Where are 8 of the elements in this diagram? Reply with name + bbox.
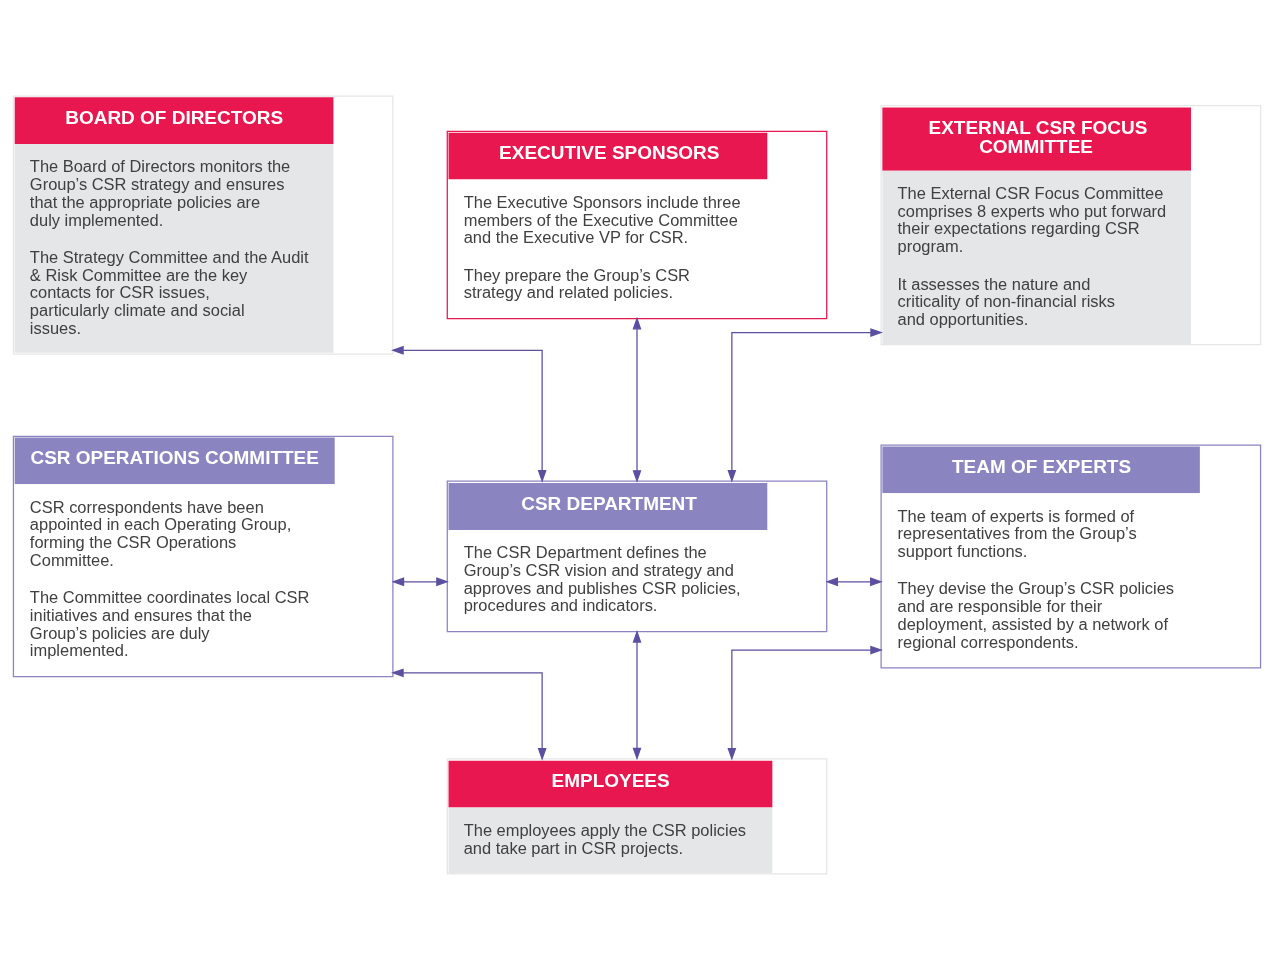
arrow xyxy=(632,316,642,483)
arrow xyxy=(391,576,449,586)
arrow xyxy=(825,576,883,586)
arrow xyxy=(632,629,642,760)
arrow xyxy=(391,667,547,761)
arrow xyxy=(727,645,883,761)
arrow xyxy=(727,327,883,483)
arrow xyxy=(391,345,547,483)
